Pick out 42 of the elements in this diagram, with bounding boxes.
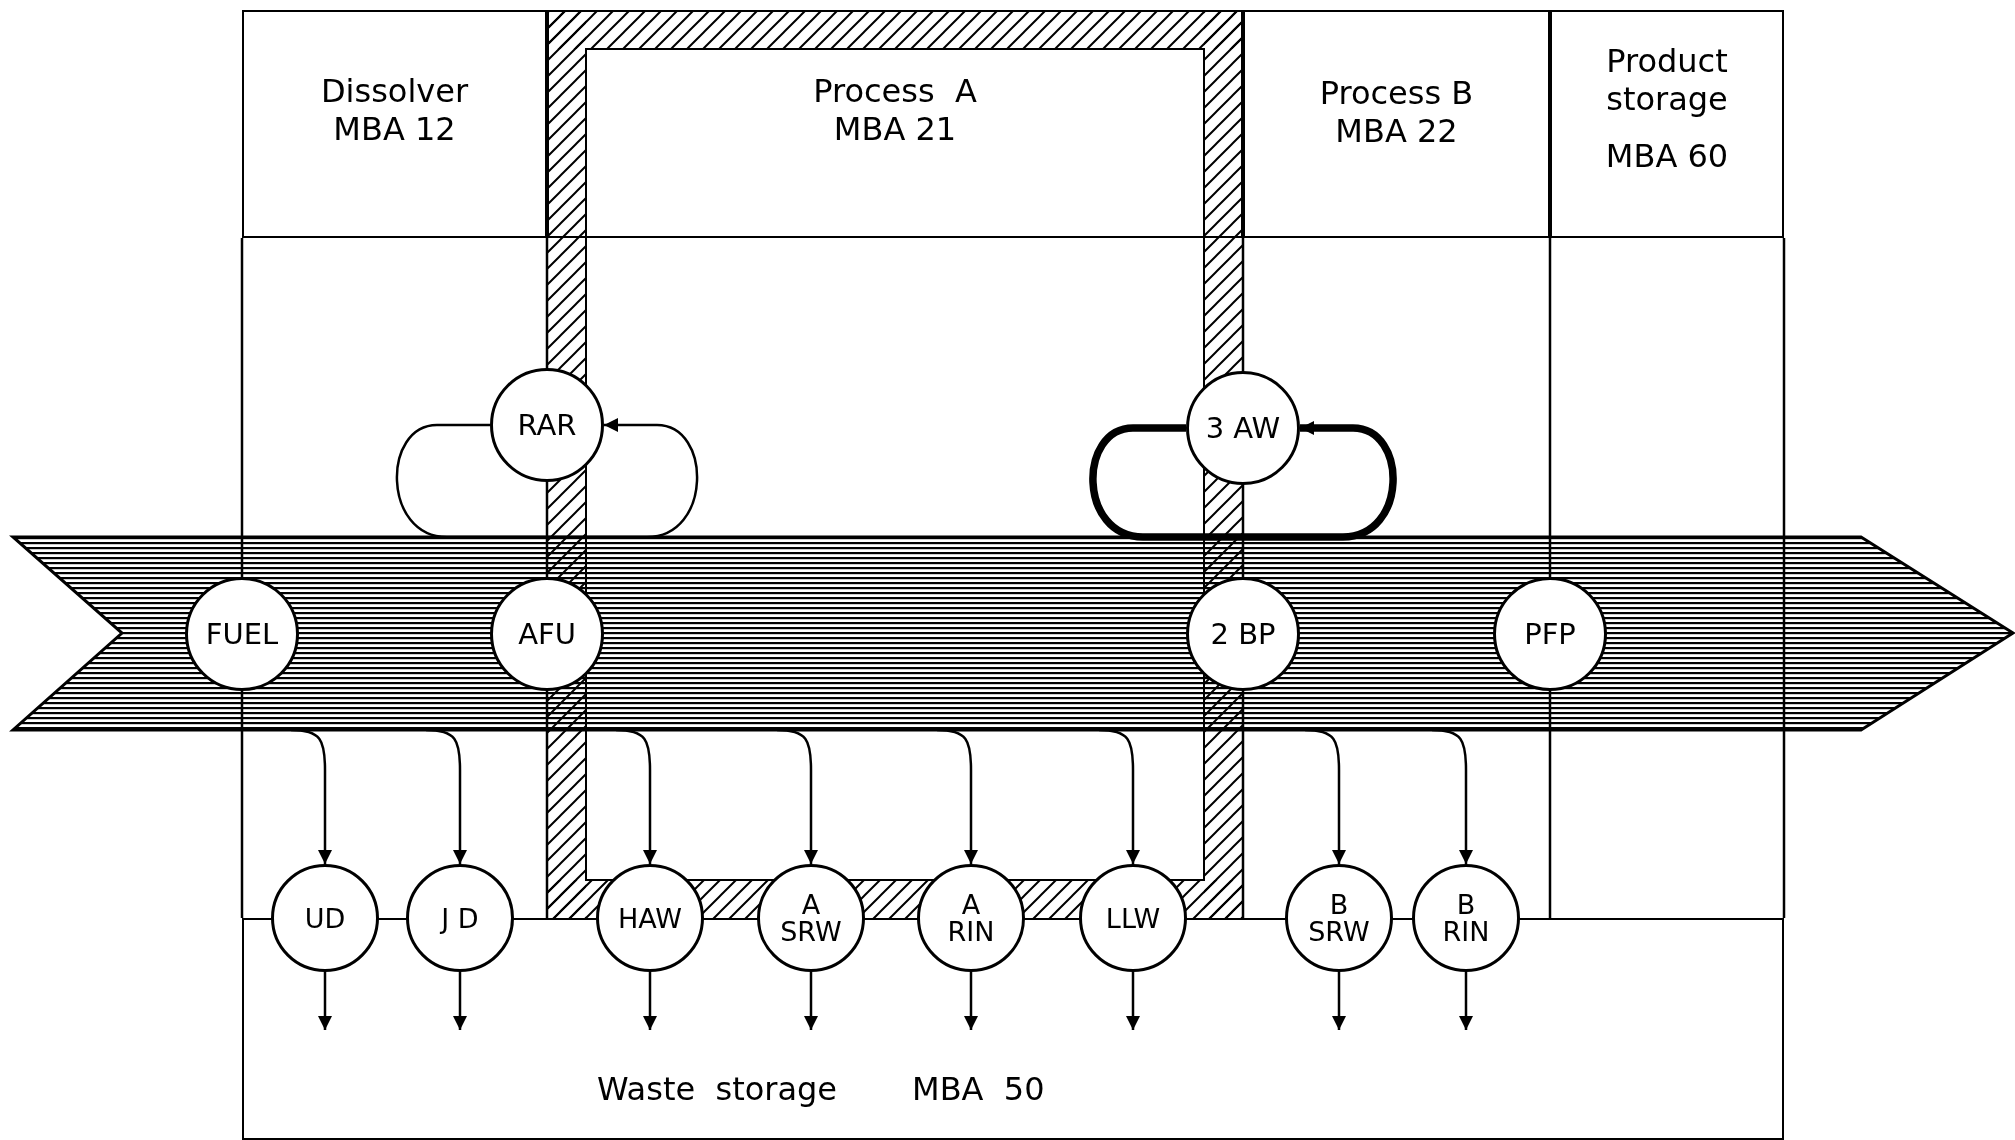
flow-arrow — [1459, 972, 1473, 1030]
balance-area-cell — [242, 10, 547, 238]
point-label: LLW — [1105, 904, 1161, 932]
point-label: B RIN — [1441, 891, 1491, 945]
point-label: B SRW — [1307, 891, 1371, 945]
balance-area-cell — [547, 10, 1243, 238]
point-label: HAW — [618, 904, 682, 932]
area-label: MBA 50 — [912, 1070, 1045, 1109]
flow-arrow — [1126, 972, 1140, 1030]
flow-arrow — [936, 728, 978, 864]
point-label: 3 AW — [1205, 413, 1281, 443]
area-label: Waste storage — [597, 1070, 837, 1109]
area-label: MBA 60 — [1605, 136, 1729, 176]
point-label: A SRW — [779, 891, 843, 945]
flow-arrow — [1332, 972, 1346, 1030]
flow-arrow — [290, 728, 332, 864]
point-label: A RIN — [946, 891, 996, 945]
point-label: UD — [304, 904, 346, 932]
area-label: MBA 21 — [833, 110, 957, 149]
area-label: MBA 22 — [1335, 112, 1458, 151]
area-label: Dissolver — [320, 72, 469, 111]
area-label: Product storage — [1605, 42, 1729, 119]
recycle-loop-arrow — [1089, 421, 1397, 541]
flow-arrow — [964, 972, 978, 1030]
area-label: MBA 12 — [333, 110, 456, 149]
flow-arrow — [453, 972, 467, 1030]
point-label: RAR — [517, 410, 577, 440]
point-label: J D — [441, 904, 479, 932]
flow-arrow — [776, 728, 818, 864]
flow-arrow — [425, 728, 467, 864]
flow-arrow — [1304, 728, 1346, 864]
flow-arrow — [1098, 728, 1140, 864]
flow-arrow — [804, 972, 818, 1030]
area-label: Process A — [813, 72, 977, 111]
balance-area-cell — [1243, 10, 1550, 238]
recycle-loop-arrow — [395, 418, 699, 539]
area-label: Process B — [1319, 74, 1474, 113]
flow-arrow — [318, 972, 332, 1030]
balance-area-cell — [1550, 10, 1784, 238]
flow-arrow — [643, 972, 657, 1030]
flow-arrow — [1431, 728, 1473, 864]
flow-arrow — [615, 728, 657, 864]
